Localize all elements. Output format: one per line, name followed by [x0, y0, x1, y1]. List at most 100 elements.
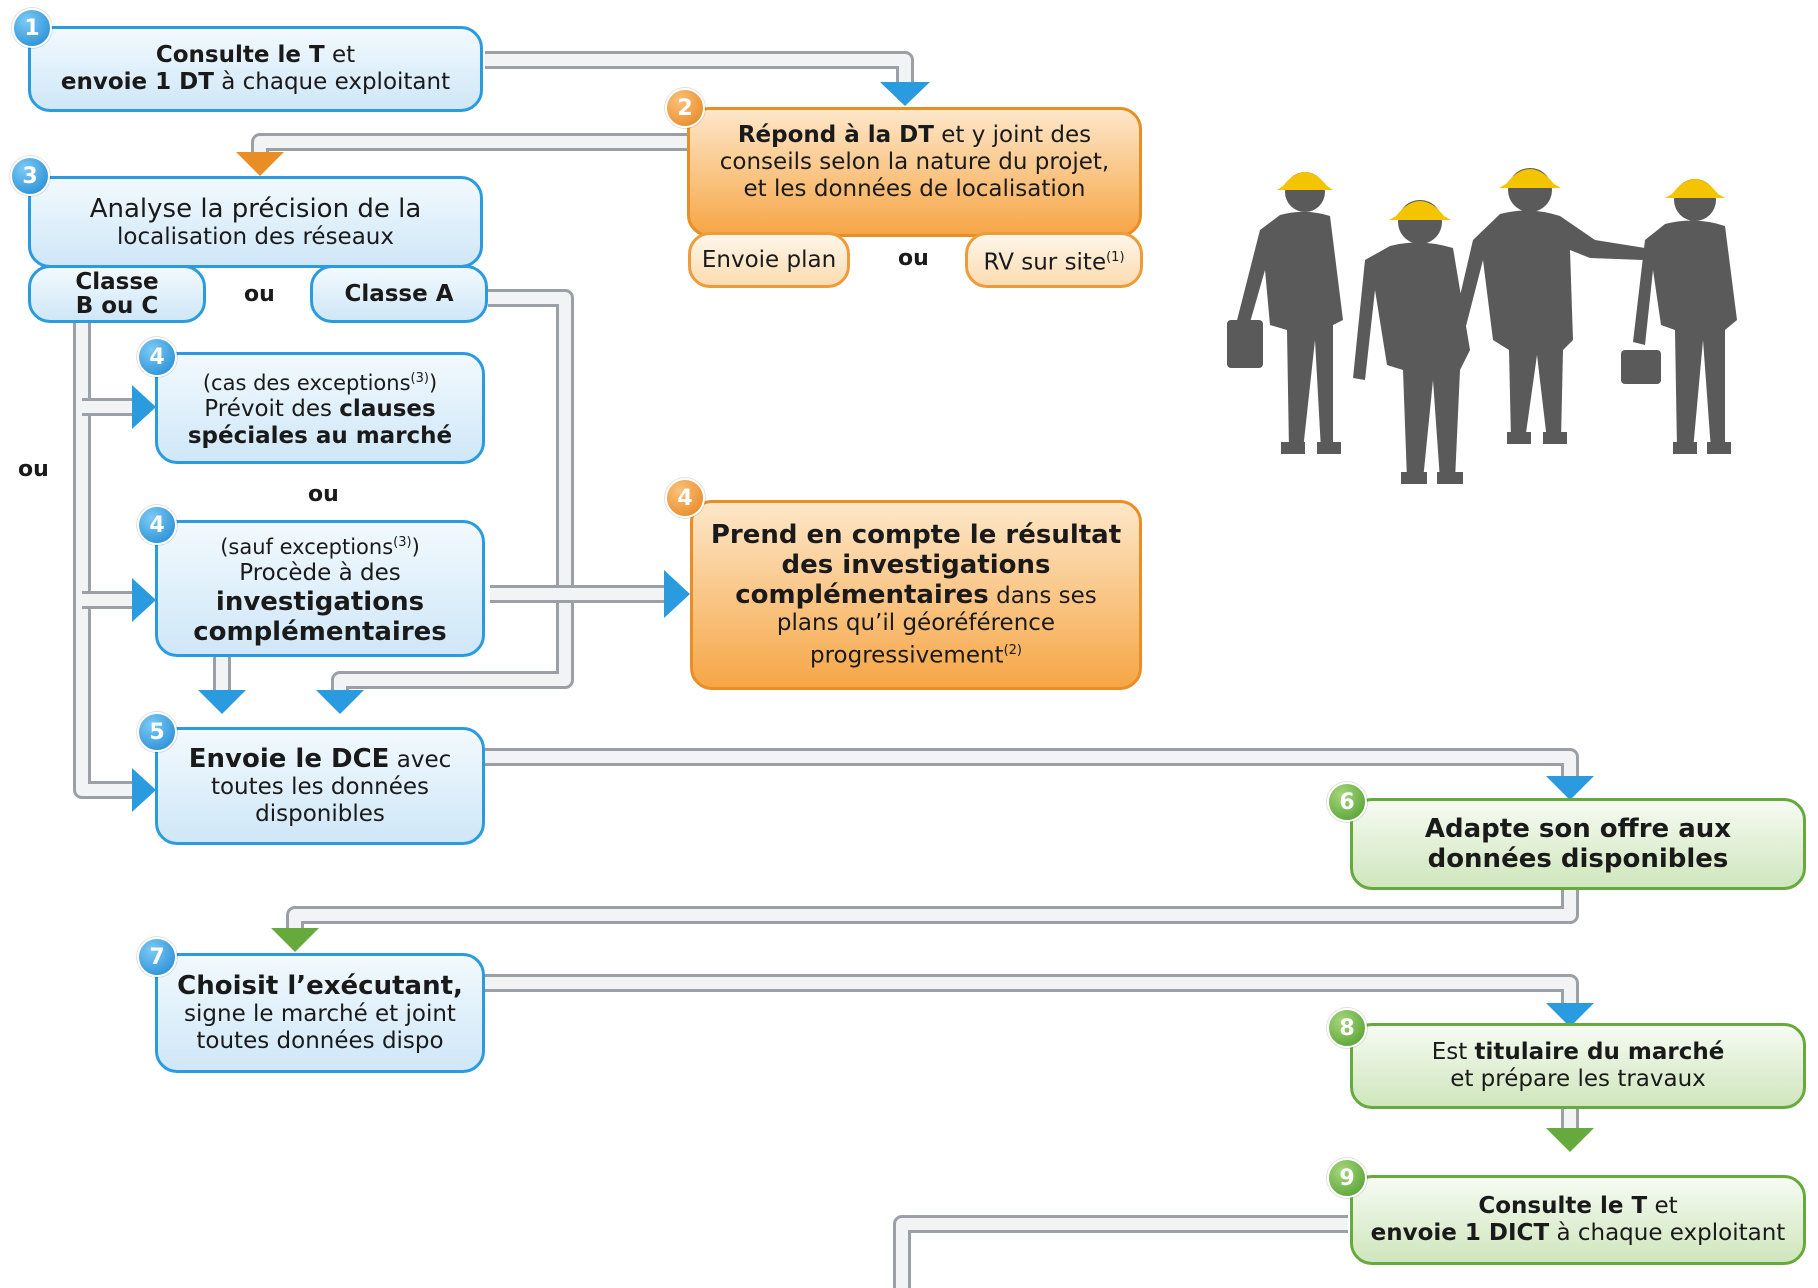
hard-hat-icon [1277, 172, 1333, 190]
hard-hat-icon [1665, 179, 1725, 198]
or-label-step-2: ou [898, 246, 929, 271]
or-label-left: ou [18, 457, 49, 482]
step-5-line3: disponibles [255, 801, 385, 827]
step-9-line2: envoie 1 DICT [1370, 1220, 1550, 1246]
step-8-number-badge: 8 [1327, 1008, 1367, 1048]
step-4a-line3: spéciales au marché [187, 423, 453, 449]
step-7-line1: Choisit l’exécutant, [177, 971, 463, 1001]
footnote-2: (2) [1003, 643, 1022, 659]
step-2-option-send-plan-label: Envoie plan [701, 246, 837, 273]
step-4b-box: (sauf exceptions(3)) Procède à des inves… [155, 520, 485, 657]
step-6-box: Adapte son offre aux données disponibles [1350, 798, 1806, 890]
footnote-3b: (3) [393, 535, 412, 550]
step-4a-line1: (cas des exceptions [202, 371, 411, 395]
step-3-number-badge: 3 [10, 156, 50, 196]
step-9-line1-rest: et [1647, 1193, 1678, 1219]
step-5-line1-rest: avec [389, 747, 452, 773]
step-9-number-badge: 9 [1327, 1158, 1367, 1198]
step-4c-line1: Prend en compte le résultat [710, 520, 1122, 551]
step-8-line2: et prépare les travaux [1450, 1066, 1706, 1092]
step-4b-line2: Procède à des [239, 560, 401, 586]
step-2-option-site-visit-label: RV sur site [983, 249, 1107, 276]
step-6-number-badge: 6 [1327, 782, 1367, 822]
step-1-line2-rest: à chaque exploitant [213, 69, 451, 95]
step-4b-line3: investigations [215, 587, 425, 617]
step-1-line1: Consulte le T [155, 42, 325, 68]
or-label-classes: ou [244, 282, 275, 307]
step-4b-line1: (sauf exceptions [220, 535, 394, 559]
step-4a-box: (cas des exceptions(3)) Prévoit des clau… [155, 352, 485, 464]
step-6-line1: Adapte son offre aux [1424, 814, 1732, 844]
class-a-label: Classe A [344, 280, 454, 307]
hard-hat-icon [1499, 169, 1561, 188]
or-label-step-4: ou [308, 482, 339, 507]
step-3-box: Analyse la précision de la localisation … [28, 176, 483, 268]
step-7-number-badge: 7 [137, 937, 177, 977]
step-1-number-badge: 1 [12, 8, 52, 48]
step-2-box: Répond à la DT et y joint des conseils s… [687, 107, 1142, 237]
step-7-line3: toutes données dispo [196, 1028, 444, 1054]
arrowhead-to-6 [1546, 776, 1594, 800]
step-3-line2: localisation des réseaux [117, 223, 394, 250]
step-4c-line5: progressivement [809, 642, 1004, 669]
step-7-box: Choisit l’exécutant, signe le marché et … [155, 953, 485, 1073]
hard-hat-icon [1389, 201, 1451, 220]
step-2-line2: conseils selon la nature du projet, [719, 149, 1110, 175]
step-5-box: Envoie le DCE avec toutes les données di… [155, 727, 485, 845]
step-3-line1: Analyse la précision de la [89, 193, 422, 224]
worker-silhouette [1353, 200, 1470, 484]
step-4c-number-badge: 4 [665, 478, 705, 518]
arrowhead-a-to-5 [316, 690, 364, 714]
step-1-box: Consulte le T et envoie 1 DT à chaque ex… [28, 26, 483, 112]
arrowhead-to-9 [1546, 1128, 1594, 1152]
worker-silhouette [1621, 179, 1737, 454]
step-1-line1-rest: et [324, 42, 356, 68]
construction-workers-illustration [1227, 168, 1737, 484]
step-2-option-send-plan: Envoie plan [688, 232, 850, 288]
arrowhead-to-5-left [132, 768, 156, 812]
step-4a-line2: Prévoit des [204, 396, 340, 422]
step-9-box: Consulte le T et envoie 1 DICT à chaque … [1350, 1175, 1806, 1265]
step-4b-line4: complémentaires [193, 617, 447, 647]
step-4a-number-badge: 4 [137, 337, 177, 377]
step-4b-line1-end: ) [411, 535, 420, 559]
arrowhead-to-2 [880, 82, 930, 106]
step-2-option-site-visit: RV sur site(1) [965, 232, 1143, 288]
connector-9-out [893, 1215, 1348, 1288]
step-2-number-badge: 2 [665, 88, 705, 128]
arrowhead-to-8 [1546, 1003, 1594, 1027]
class-b-or-c-line1: Classe [75, 269, 159, 295]
footnote-3a: (3) [410, 371, 429, 386]
class-a-box: Classe A [310, 265, 488, 323]
step-4a-line1-end: ) [428, 371, 438, 395]
arrowhead-to-3 [236, 152, 284, 176]
step-6-line2: données disponibles [1427, 844, 1729, 874]
step-5-line2: toutes les données [210, 774, 430, 800]
arrowhead-to-4b [132, 578, 156, 622]
step-4b-number-badge: 4 [137, 505, 177, 545]
step-8-box: Est titulaire du marché et prépare les t… [1350, 1023, 1806, 1109]
step-8-line1: Est [1431, 1039, 1475, 1065]
step-4a-line2-bold: clauses [339, 396, 436, 422]
arrowhead-to-4a [132, 385, 156, 429]
connector-bc-5 [73, 318, 140, 799]
step-4c-line3: complémentaires [735, 580, 989, 611]
step-4c-line3-rest: dans ses [988, 583, 1097, 610]
step-5-number-badge: 5 [137, 712, 177, 752]
worker-silhouette [1453, 168, 1645, 444]
step-4c-box: Prend en compte le résultat des investig… [690, 500, 1142, 690]
step-2-line1-rest: et y joint des [933, 122, 1092, 148]
step-9-line1: Consulte le T [1478, 1193, 1648, 1219]
step-2-line1: Répond à la DT [737, 122, 934, 148]
step-4c-line2: des investigations [781, 550, 1051, 581]
step-4c-line4: plans qu’il géoréférence [776, 610, 1056, 637]
class-b-or-c-box: Classe B ou C [28, 265, 206, 323]
step-5-line1: Envoie le DCE [188, 744, 390, 774]
step-9-line2-rest: à chaque exploitant [1549, 1220, 1786, 1246]
worker-silhouette [1227, 172, 1343, 454]
step-7-line2: signe le marché et joint [184, 1001, 456, 1027]
arrowhead-to-4c [664, 570, 690, 618]
step-2-line3: et les données de localisation [743, 176, 1086, 202]
footnote-1: (1) [1106, 249, 1125, 265]
